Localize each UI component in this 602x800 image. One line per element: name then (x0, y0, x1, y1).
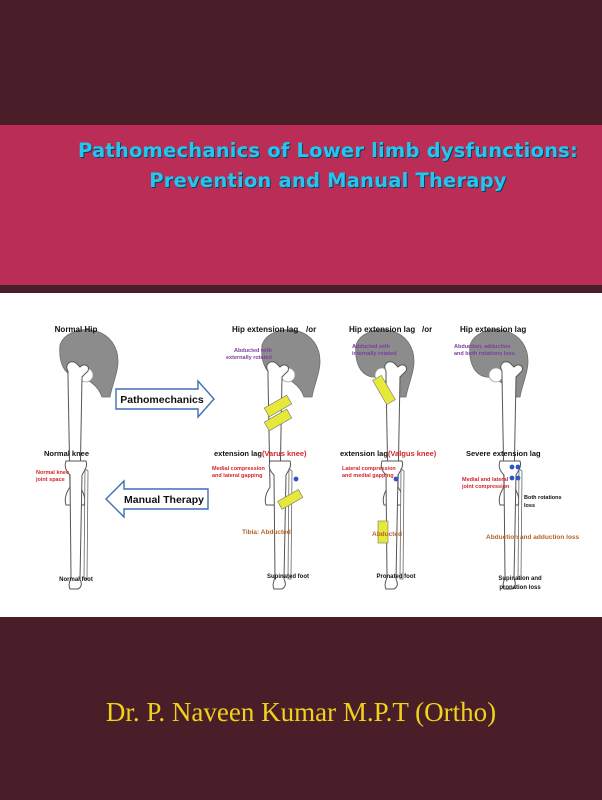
col2-knee-prefix: extension lag (214, 449, 262, 458)
col2-foot-label: Supinated foot (267, 574, 309, 580)
kinesio-tape-3 (277, 489, 304, 510)
figure-panel: Pathomechanics Manual Therapy Normal Hip… (0, 293, 602, 617)
col4-comp-line1: Medial and lateral (462, 477, 509, 483)
col3-comp-line2: and medial gapping (342, 473, 394, 479)
col2-tibia-label: Tibia: Abducted (242, 529, 291, 536)
joint-marker-2 (393, 476, 399, 482)
col1-heading: Normal Hip (55, 325, 98, 334)
col1-joint-line1: Normal knee (36, 470, 69, 476)
col2-knee-highlight: (Varus knee) (262, 449, 307, 458)
col3-heading-or: /or (422, 325, 432, 334)
col3-knee-prefix: extension lag (340, 449, 388, 458)
divider-band (0, 285, 602, 293)
author-name: Dr. P. Naveen Kumar M.P.T (Ortho) (105, 697, 497, 727)
manual-therapy-arrow (105, 479, 209, 519)
joint-marker-3 (509, 464, 515, 470)
col4-abd-label: Abduction and adduction loss (486, 534, 580, 541)
bottom-band (0, 617, 602, 800)
kinesio-tape-2 (263, 408, 293, 432)
col2-comp-line2: and lateral gapping (212, 473, 262, 479)
col4-rot-line1: Both rotations (524, 495, 562, 501)
col4-knee-label: Severe extension lag (466, 449, 541, 458)
title-line-2: Prevention and Manual Therapy (149, 169, 507, 192)
pathomechanics-arrow-label: Pathomechanics (120, 394, 204, 406)
col4-rot-line2: loss (524, 503, 535, 509)
col2-knee-label: extension lag(Varus knee) (214, 449, 307, 458)
pathomechanics-arrow (115, 379, 215, 419)
col4-comp-line2: joint compression (461, 484, 510, 490)
top-band (0, 0, 602, 125)
joint-marker-5 (509, 475, 515, 481)
col4-note-line1: Abduction, adduction (454, 344, 511, 350)
col3-note-line1: Adducted with (352, 344, 391, 350)
kinesio-tape-4 (372, 374, 396, 406)
col2-comp-line1: Medial compression (212, 466, 266, 472)
col2-note-line1: Abducted with (234, 348, 273, 354)
col1-foot-label: Normal foot (59, 577, 93, 583)
kinesio-tape-1 (263, 394, 293, 418)
col3-heading: Hip extension lag (349, 325, 415, 334)
col4-note-line2: and both rotations loss (454, 351, 515, 357)
lower-limb-illustration: Pathomechanics Manual Therapy Normal Hip… (35, 325, 580, 591)
kinesio-tape-5 (377, 520, 389, 544)
title-line-1: Pathomechanics of Lower limb dysfunction… (78, 139, 578, 162)
joint-marker-4 (515, 464, 521, 470)
col1-knee-label: Normal knee (44, 449, 89, 458)
col4-foot-line1: Supination and (498, 576, 542, 582)
col2-heading: Hip extension lag (232, 325, 298, 334)
col3-foot-label: Pronated foot (377, 574, 416, 580)
col3-note-line2: internally rotated (352, 351, 397, 357)
col2-note-line2: externally rotated (226, 355, 272, 361)
book-title: Pathomechanics of Lower limb dysfunction… (58, 136, 598, 196)
col3-knee-label: extension lag(Valgus knee) (340, 449, 437, 458)
tibia-bone-1 (64, 460, 89, 590)
joint-marker-6 (515, 475, 521, 481)
col3-tibia-label: Abducted (372, 531, 402, 538)
pelvis-bone-4 (469, 329, 529, 398)
col4-foot-line2: pronation loss (499, 585, 541, 591)
col1-joint-line2: joint space (35, 477, 65, 483)
joint-marker-1 (293, 476, 299, 482)
col3-comp-line1: Lateral compression (342, 466, 396, 472)
manual-therapy-arrow-label: Manual Therapy (124, 494, 204, 506)
title-band (0, 125, 602, 285)
col2-heading-or: /or (306, 325, 316, 334)
col3-knee-highlight: (Valgus knee) (388, 449, 437, 458)
col4-heading: Hip extension lag (460, 325, 526, 334)
